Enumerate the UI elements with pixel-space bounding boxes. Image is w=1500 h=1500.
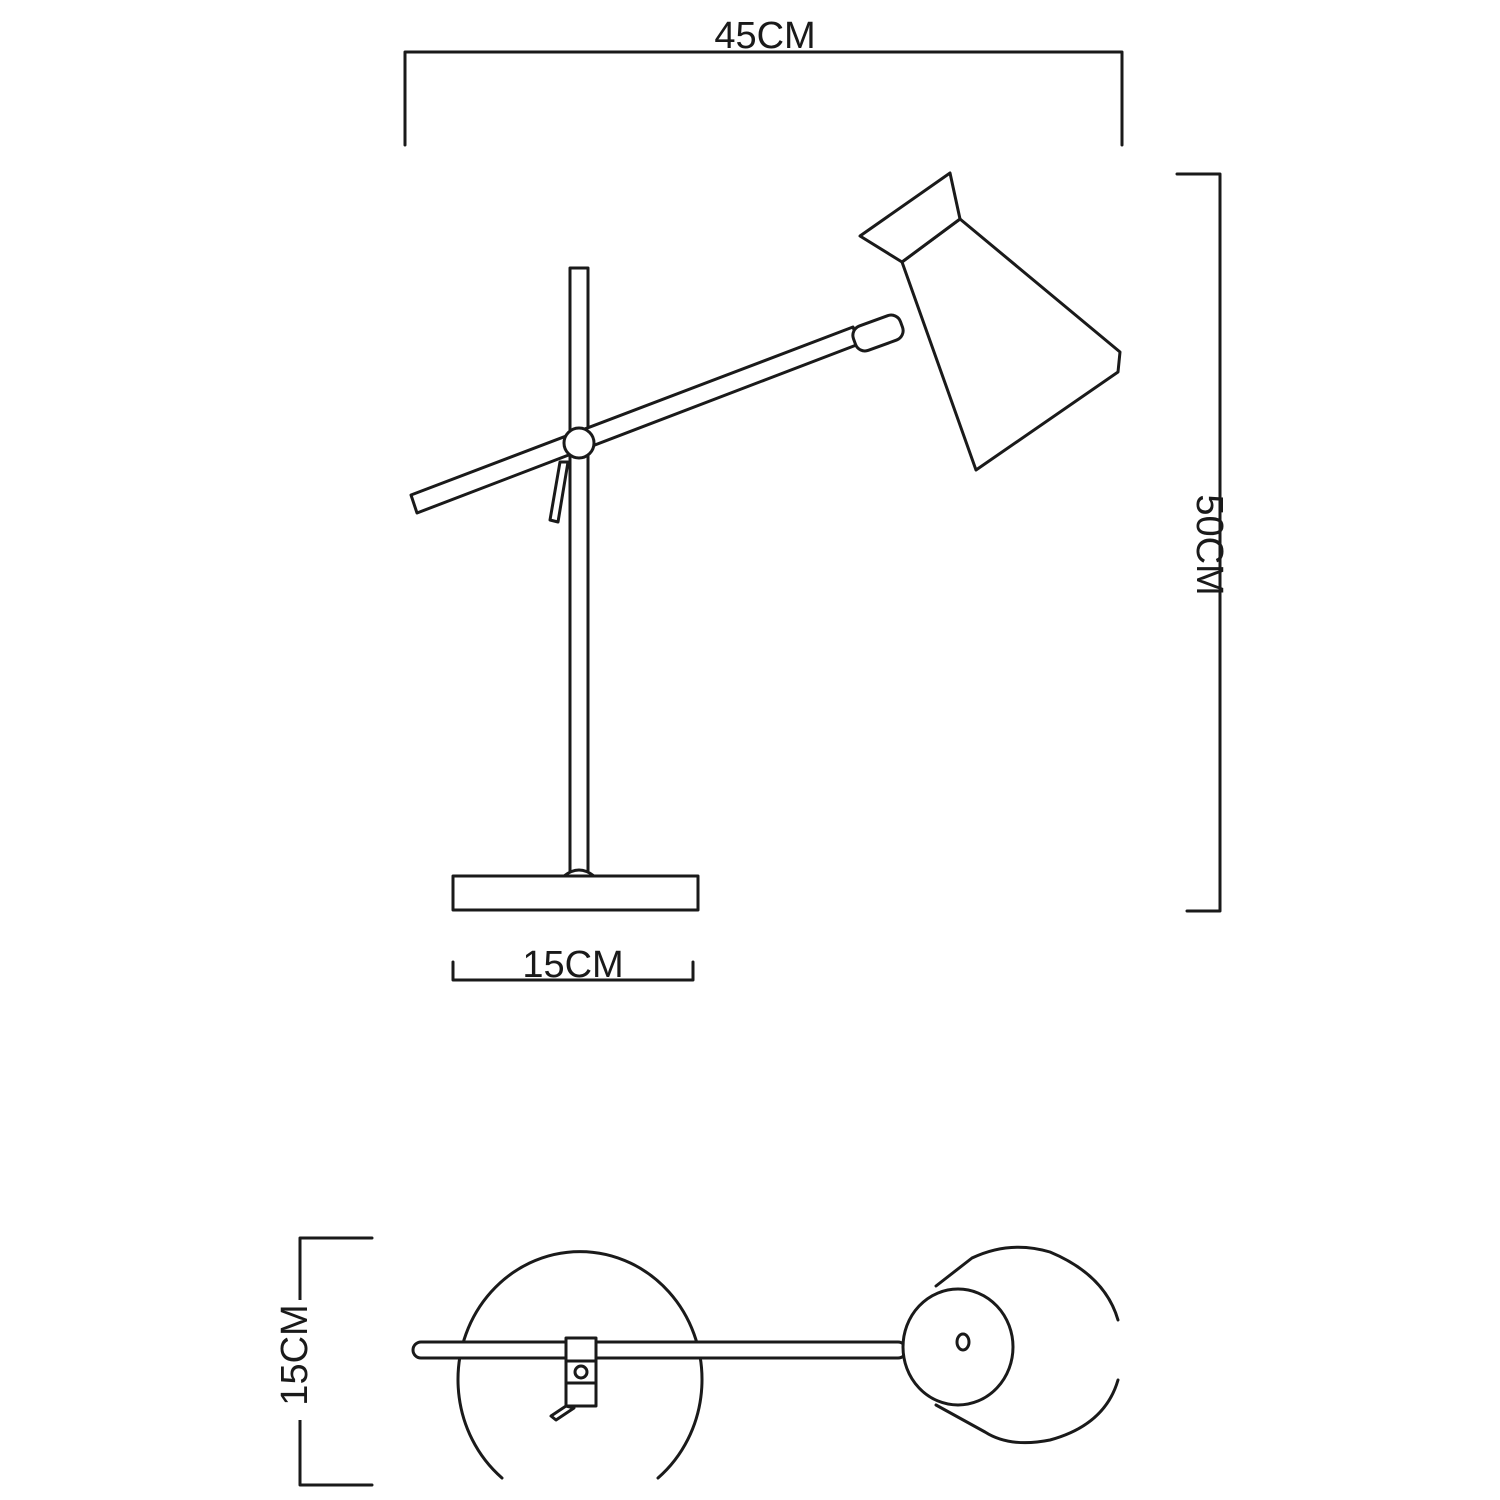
lamp-shade — [900, 217, 1122, 472]
top-lever — [549, 1404, 576, 1422]
arm-clamp — [564, 1336, 598, 1408]
height-dimension: 50CM — [1175, 172, 1230, 913]
base-width-line — [451, 960, 695, 982]
shade-outline — [934, 1245, 1120, 1445]
lamp-top-view: 15CM — [274, 1236, 1120, 1487]
base-depth-label: 15CM — [274, 1304, 316, 1405]
base-circle — [456, 1250, 704, 1480]
height-dimension-line — [1175, 172, 1222, 913]
lamp-arm — [409, 325, 861, 515]
base-width-label: 15CM — [522, 944, 623, 986]
pivot-joint — [562, 426, 596, 460]
lamp-base — [451, 874, 700, 912]
lamp-side-view — [409, 171, 1122, 912]
adjust-lever — [548, 460, 570, 524]
bulb-hole — [955, 1332, 971, 1352]
top-arm — [411, 1340, 908, 1360]
shade-cap — [858, 171, 962, 264]
height-label: 50CM — [1188, 494, 1230, 595]
clamp-screw — [573, 1364, 589, 1380]
label-mask — [280, 1300, 310, 1420]
width-dimension-line — [403, 50, 1124, 147]
lamp-pole — [568, 266, 590, 874]
base-width-dimension: 15CM — [451, 944, 695, 986]
width-label: 45CM — [714, 15, 815, 57]
arm-connector — [851, 313, 905, 353]
width-dimension: 45CM — [403, 15, 1124, 147]
